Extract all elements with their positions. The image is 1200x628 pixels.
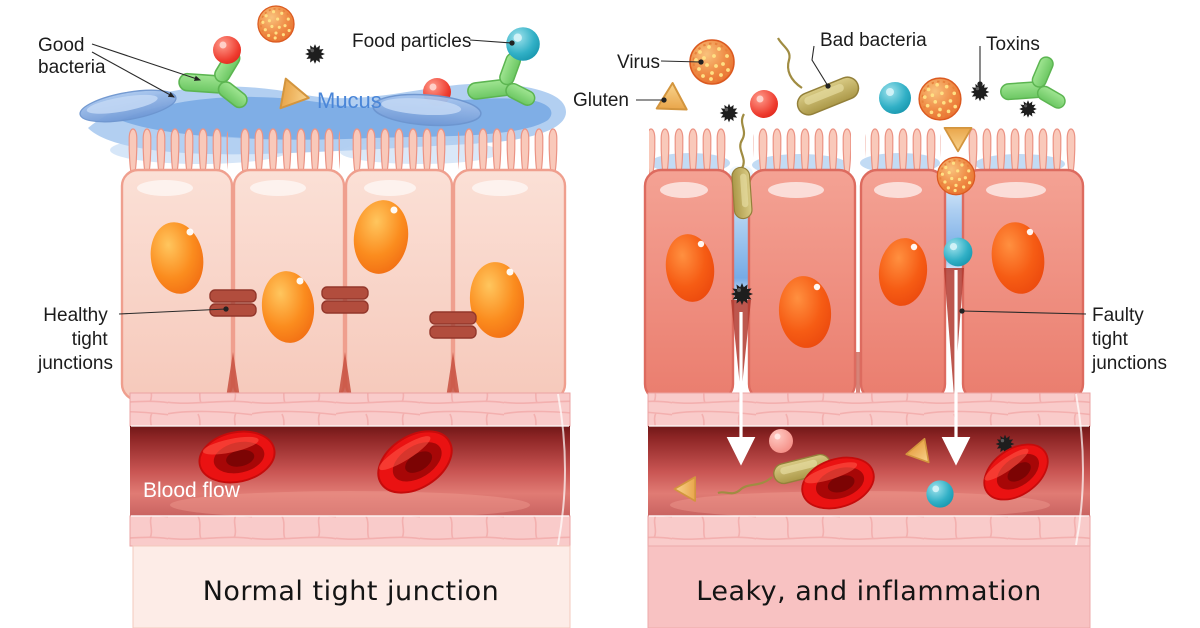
red-particle-icon: [769, 429, 793, 453]
healthy-tight-junctions-label: Healthy tight junctions: [37, 305, 113, 374]
mucus-label: Mucus: [317, 88, 382, 113]
bad-bacterium-icon: [793, 73, 863, 119]
food-particle-icon: [879, 82, 911, 114]
microvilli: [126, 116, 561, 178]
food-particles-label: Food particles: [352, 31, 471, 52]
vessel-wall: [647, 392, 1091, 427]
epithelium: [120, 168, 567, 402]
virus-icon: [936, 156, 976, 196]
caption-right-bg: [647, 545, 1091, 628]
virus-icon: [918, 77, 962, 121]
leader-line: [959, 308, 1087, 315]
nucleus: [665, 234, 715, 302]
blood-vessel: Blood flow: [129, 392, 571, 547]
epithelial-cell: [344, 168, 454, 402]
epithelium: [643, 168, 1085, 402]
leader-line: [660, 59, 704, 65]
food-particle-icon: [926, 480, 954, 508]
toxin-icon: [970, 82, 990, 102]
leader-line: [91, 43, 202, 81]
blood-flow-label: Blood flow: [143, 479, 241, 502]
faulty-tight-junctions-label: Faulty tight junctions: [1091, 305, 1167, 374]
toxins-label: Toxins: [986, 34, 1040, 55]
toxin-icon: [305, 44, 325, 64]
vessel-wall: [129, 392, 571, 427]
good-bacteria-label: Good bacteria: [38, 35, 106, 78]
left-panel: Blood flow Normal tight junction Good ba…: [37, 5, 571, 628]
right-panel: Leaky, and inflammation Virus Gluten Bad…: [573, 30, 1167, 628]
flagellum: [777, 37, 803, 89]
nucleus: [469, 262, 525, 338]
nucleus: [150, 222, 204, 294]
flagellum: [739, 113, 746, 169]
nucleus: [991, 222, 1045, 294]
leader-line: [118, 306, 229, 315]
gluten-triangle-icon: [655, 81, 689, 111]
leader-line: [469, 39, 515, 46]
toxin-icon: [1019, 100, 1037, 118]
nucleus: [778, 276, 832, 348]
leader-line: [811, 45, 831, 89]
microvilli: [649, 116, 1079, 178]
red-particle-icon: [213, 36, 241, 64]
caption-left-bg: [132, 545, 571, 628]
red-particle-icon: [750, 90, 778, 118]
bad-bacteria-label: Bad bacteria: [820, 30, 927, 51]
gluten-label: Gluten: [573, 90, 629, 111]
virus-icon: [257, 5, 295, 43]
nucleus: [353, 200, 409, 274]
vessel-wall: [647, 515, 1091, 547]
blood-vessel: [647, 392, 1091, 547]
nucleus: [878, 238, 928, 306]
bad-bacterium-icon: [730, 166, 754, 220]
virus-label: Virus: [617, 52, 660, 73]
caption-left: Normal tight junction: [203, 576, 500, 607]
food-particle-icon: [506, 27, 540, 61]
nucleus: [261, 271, 315, 343]
caption-right: Leaky, and inflammation: [696, 576, 1041, 607]
vessel-wall: [129, 515, 571, 547]
flagellum: [717, 476, 773, 495]
food-particle-icon: [943, 237, 973, 267]
leader-line: [91, 51, 175, 98]
